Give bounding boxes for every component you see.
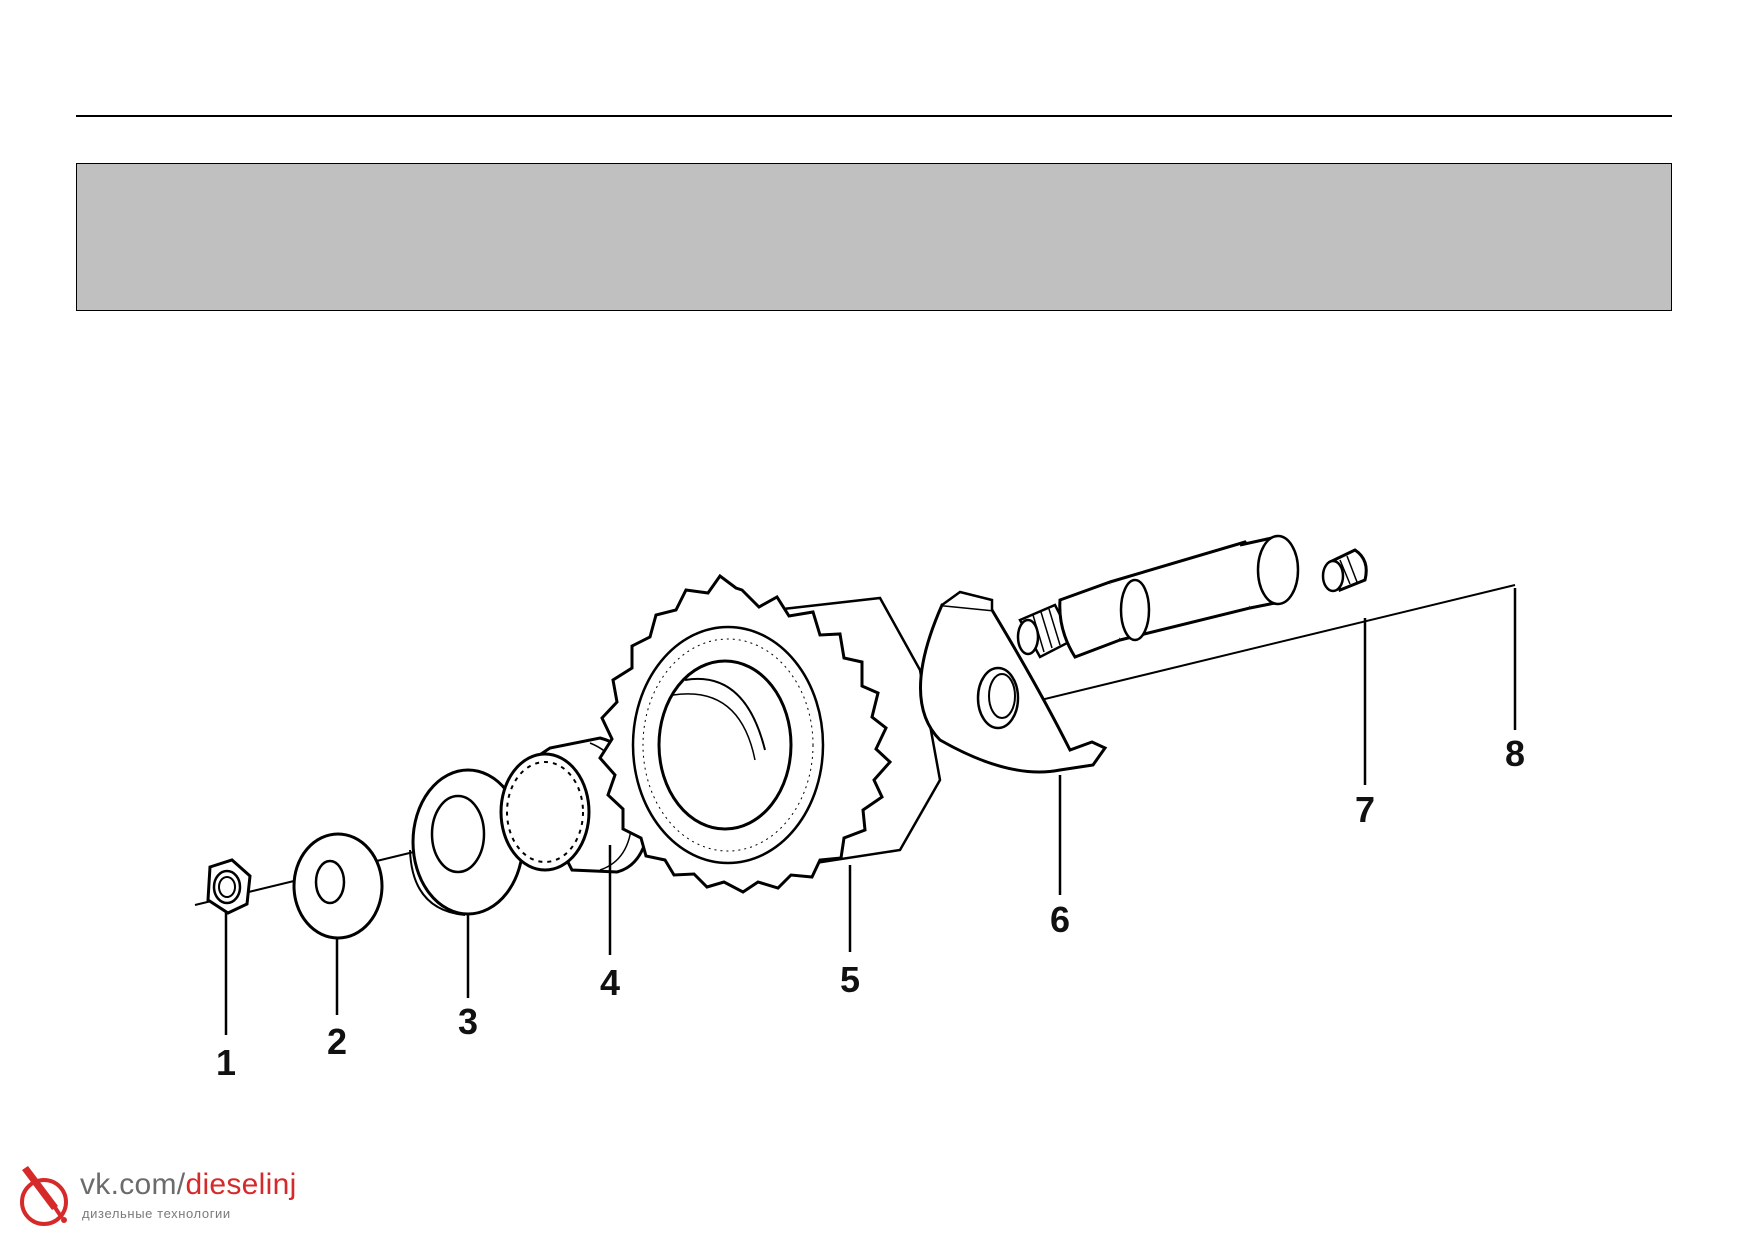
header-panel (76, 163, 1672, 311)
callout-1: 1 (216, 1042, 236, 1083)
watermark-handle: dieselinj (185, 1168, 297, 1201)
part-6-plate (919, 590, 1108, 774)
watermark-site: vk.com/ (80, 1168, 186, 1201)
header-rule (76, 115, 1672, 117)
exploded-parts-diagram: 1 2 3 4 5 6 7 8 (180, 520, 1555, 1120)
fuel-injector-icon (20, 1166, 68, 1226)
callout-7: 7 (1355, 789, 1375, 830)
callout-2: 2 (327, 1021, 347, 1062)
part-8-set-screw (1321, 548, 1368, 593)
watermark-url: vk.com/dieselinj (80, 1168, 297, 1202)
part-2-washer (292, 832, 384, 940)
watermark-tagline: дизельные технологии (82, 1206, 231, 1221)
part-1-nut (206, 858, 252, 915)
callout-6: 6 (1050, 899, 1070, 940)
callout-8: 8 (1505, 733, 1525, 774)
part-7-spindle (1016, 534, 1300, 659)
callout-3: 3 (458, 1001, 478, 1042)
callout-4: 4 (600, 962, 620, 1003)
callout-5: 5 (840, 959, 860, 1000)
watermark[interactable]: vk.com/dieselinj дизельные технологии (14, 1162, 314, 1232)
part-5-gear (598, 573, 942, 894)
